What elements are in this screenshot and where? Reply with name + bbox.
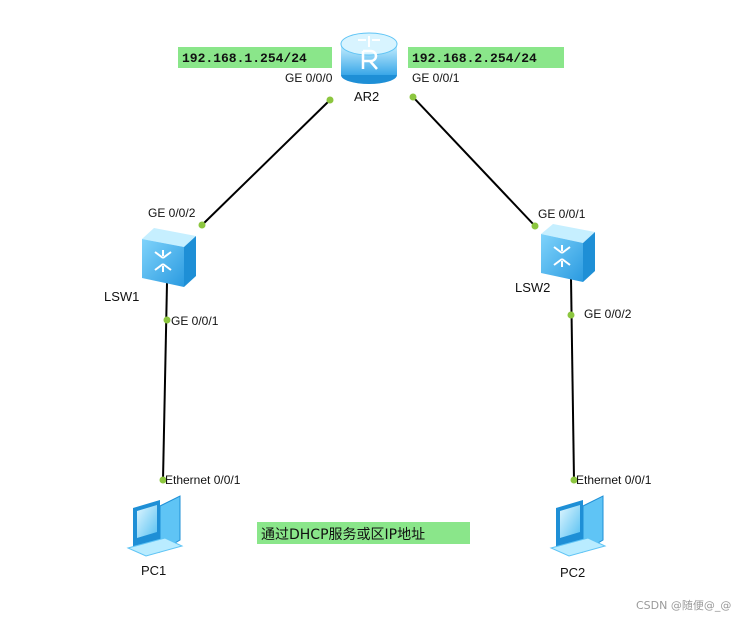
pc-icon[interactable] [126, 495, 184, 557]
port-label-lsw2-down: GE 0/0/2 [584, 307, 632, 321]
ip-label-left-bg [178, 47, 332, 68]
port-dot-lsw2-up [531, 222, 539, 230]
port-dot-pc2 [570, 476, 578, 484]
port-dot-pc1 [159, 476, 167, 484]
ip-label-right: 192.168.2.254/24 [412, 51, 537, 66]
pc2-name: PC2 [560, 565, 585, 580]
router-icon[interactable] [340, 32, 398, 84]
port-dot-lsw1-down [163, 316, 171, 324]
port-label-pc1: Ethernet 0/0/1 [165, 473, 241, 487]
link-ar2-lsw2 [412, 96, 536, 227]
switch1-name: LSW1 [104, 289, 139, 304]
port-dot-lsw1-up [198, 221, 206, 229]
router-name: AR2 [354, 89, 379, 104]
note-bg [257, 522, 470, 544]
note-text: 通过DHCP服务或区IP地址 [261, 527, 425, 543]
port-label-lsw1-up: GE 0/0/2 [148, 206, 196, 220]
switch-icon[interactable] [142, 228, 196, 287]
pc1-name: PC1 [141, 563, 166, 578]
ip-label-right-bg [408, 47, 564, 68]
port-dot-ar2-left [326, 96, 334, 104]
port-label-ar2-left: GE 0/0/0 [285, 71, 333, 85]
switch2-name: LSW2 [515, 280, 550, 295]
switch-icon[interactable] [541, 224, 595, 282]
ip-label-left: 192.168.1.254/24 [182, 51, 307, 66]
pc-icon[interactable] [549, 495, 607, 557]
link-lsw1-pc1 [162, 282, 168, 481]
link-lsw2-pc2 [570, 277, 575, 481]
watermark: CSDN @随便@_@ [636, 598, 731, 612]
port-label-ar2-right: GE 0/0/1 [412, 71, 460, 85]
port-label-lsw1-down: GE 0/0/1 [171, 314, 219, 328]
link-ar2-lsw1 [201, 99, 331, 226]
port-label-lsw2-up: GE 0/0/1 [538, 207, 586, 221]
port-label-pc2: Ethernet 0/0/1 [576, 473, 652, 487]
port-dot-ar2-right [409, 93, 417, 101]
port-dot-lsw2-down [567, 311, 575, 319]
